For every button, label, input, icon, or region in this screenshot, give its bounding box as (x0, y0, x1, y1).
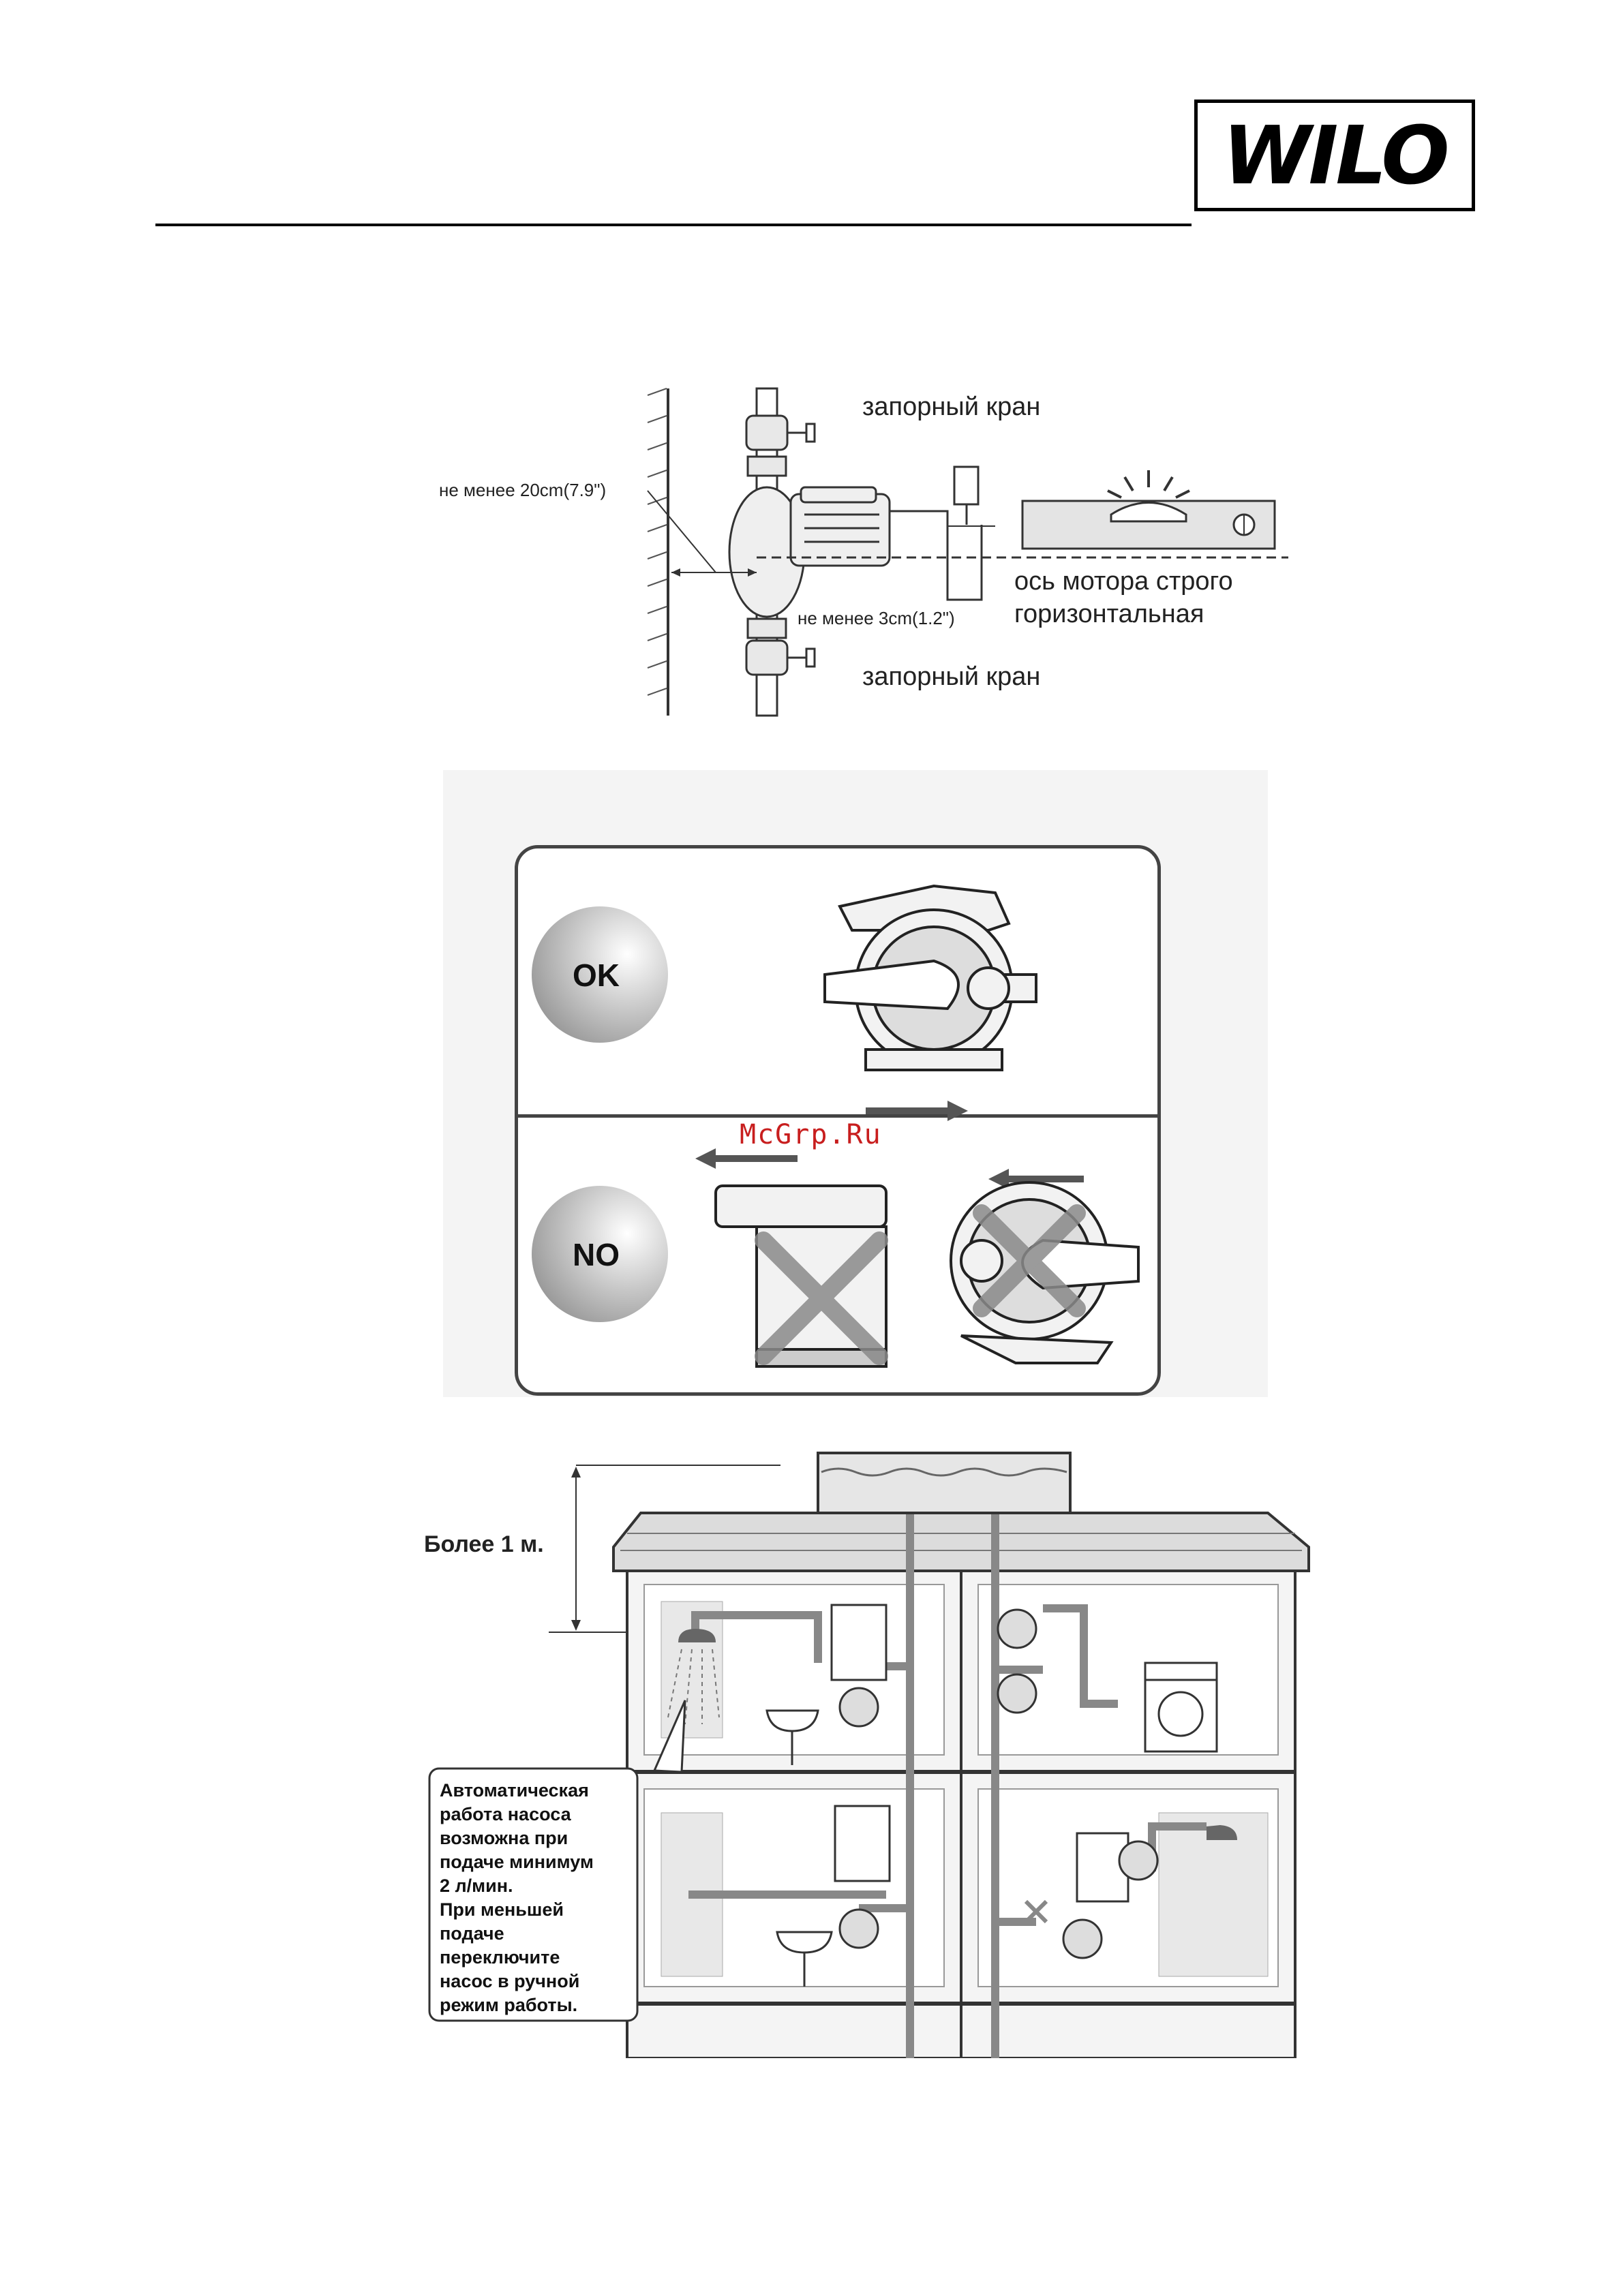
orientation-panel: OK NO McGrp.Ru (443, 770, 1268, 1397)
pump-icon (729, 487, 890, 617)
callout-line: 2 л/мин. (440, 1874, 594, 1898)
installation-diagram: запорный кран запорный кран не менее 20c… (409, 368, 1295, 722)
callout-line: работа насоса (440, 1803, 594, 1826)
wall-distance-label: не менее 20cm(7.9") (439, 480, 606, 501)
wilo-logo: WILO (1194, 100, 1475, 211)
header-rule (155, 224, 1192, 226)
arrow-icon (695, 1148, 798, 1169)
spirit-level-icon (1022, 470, 1275, 549)
cable-distance-label: не менее 3cm(1.2") (798, 608, 955, 629)
callout-line: подаче минимум (440, 1850, 594, 1874)
arrow-icon (866, 1101, 968, 1121)
pump-icon (825, 886, 1036, 1070)
axis-note-line1: ось мотора строго (1014, 567, 1233, 596)
callout-text: Автоматическая работа насоса возможна пр… (440, 1779, 594, 2017)
callout-line: подаче (440, 1922, 594, 1946)
axis-note-line2: горизонтальная (1014, 600, 1204, 629)
washing-machine-icon (1145, 1663, 1217, 1751)
callout-line: режим работы. (440, 1993, 594, 2017)
valve-top-label: запорный кран (862, 393, 1040, 422)
ok-label: OK (573, 957, 620, 994)
valve-bottom-label: запорный кран (862, 662, 1040, 692)
callout-line: При меньшей (440, 1898, 594, 1922)
logo-text: WILO (1198, 103, 1472, 208)
watermark-text: McGrp.Ru (740, 1119, 882, 1150)
callout-line: возможна при (440, 1826, 594, 1850)
callout-line: Автоматическая (440, 1779, 594, 1803)
orientation-drawing (443, 770, 1268, 1397)
installation-diagram-drawing (409, 368, 1295, 722)
house-diagram: Более 1 м. Автоматическая работа насоса … (409, 1431, 1336, 2058)
height-label: Более 1 м. (424, 1531, 544, 1558)
callout-line: переключите (440, 1946, 594, 1970)
water-tank (818, 1453, 1070, 1514)
callout-line: насос в ручной (440, 1970, 594, 1993)
roof (613, 1513, 1309, 1571)
no-label: NO (573, 1236, 620, 1273)
